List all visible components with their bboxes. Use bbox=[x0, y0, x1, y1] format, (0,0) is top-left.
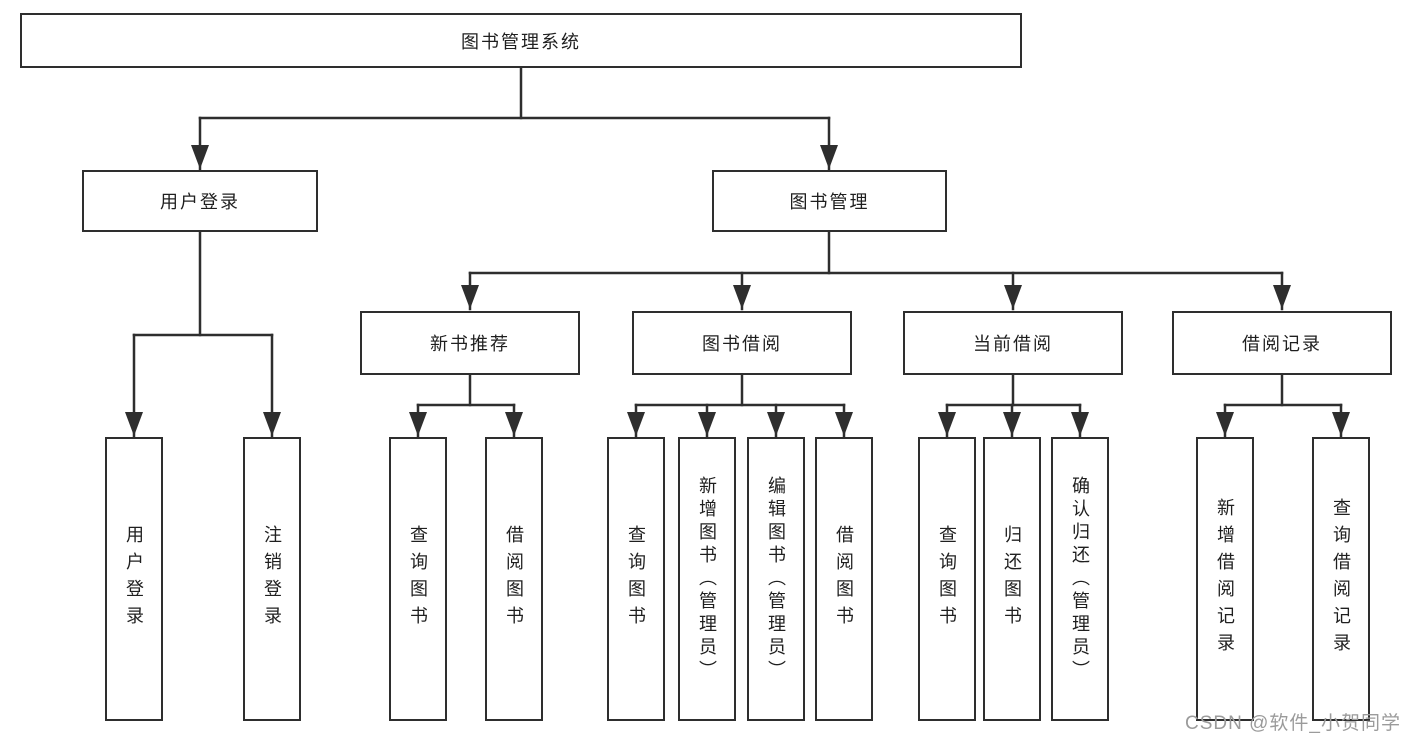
node-leaf-edit-book-admin: 编辑图书（管理员） bbox=[747, 437, 805, 721]
node-leaf-query-books-recommend: 查询图书 bbox=[389, 437, 447, 721]
node-book-borrowing: 图书借阅 bbox=[632, 311, 852, 375]
node-leaf-add-book-admin: 新增图书（管理员） bbox=[678, 437, 736, 721]
node-leaf-query-books-current: 查询图书 bbox=[918, 437, 976, 721]
node-leaf-confirm-return-admin: 确认归还（管理员） bbox=[1051, 437, 1109, 721]
node-borrowing-records: 借阅记录 bbox=[1172, 311, 1392, 375]
node-leaf-query-borrow-record: 查询借阅记录 bbox=[1312, 437, 1370, 721]
node-leaf-return-book: 归还图书 bbox=[983, 437, 1041, 721]
node-leaf-add-borrow-record: 新增借阅记录 bbox=[1196, 437, 1254, 721]
node-library-management-system: 图书管理系统 bbox=[20, 13, 1022, 68]
node-user-login: 用户登录 bbox=[82, 170, 318, 232]
watermark: CSDN @软件_小贺同学 bbox=[1185, 713, 1401, 734]
node-new-book-recommendation: 新书推荐 bbox=[360, 311, 580, 375]
node-leaf-user-login: 用户登录 bbox=[105, 437, 163, 721]
node-leaf-query-books-borrow: 查询图书 bbox=[607, 437, 665, 721]
node-leaf-borrow-books-recommend: 借阅图书 bbox=[485, 437, 543, 721]
node-current-borrowing: 当前借阅 bbox=[903, 311, 1123, 375]
node-book-management: 图书管理 bbox=[712, 170, 947, 232]
node-leaf-logout: 注销登录 bbox=[243, 437, 301, 721]
node-leaf-borrow-books: 借阅图书 bbox=[815, 437, 873, 721]
